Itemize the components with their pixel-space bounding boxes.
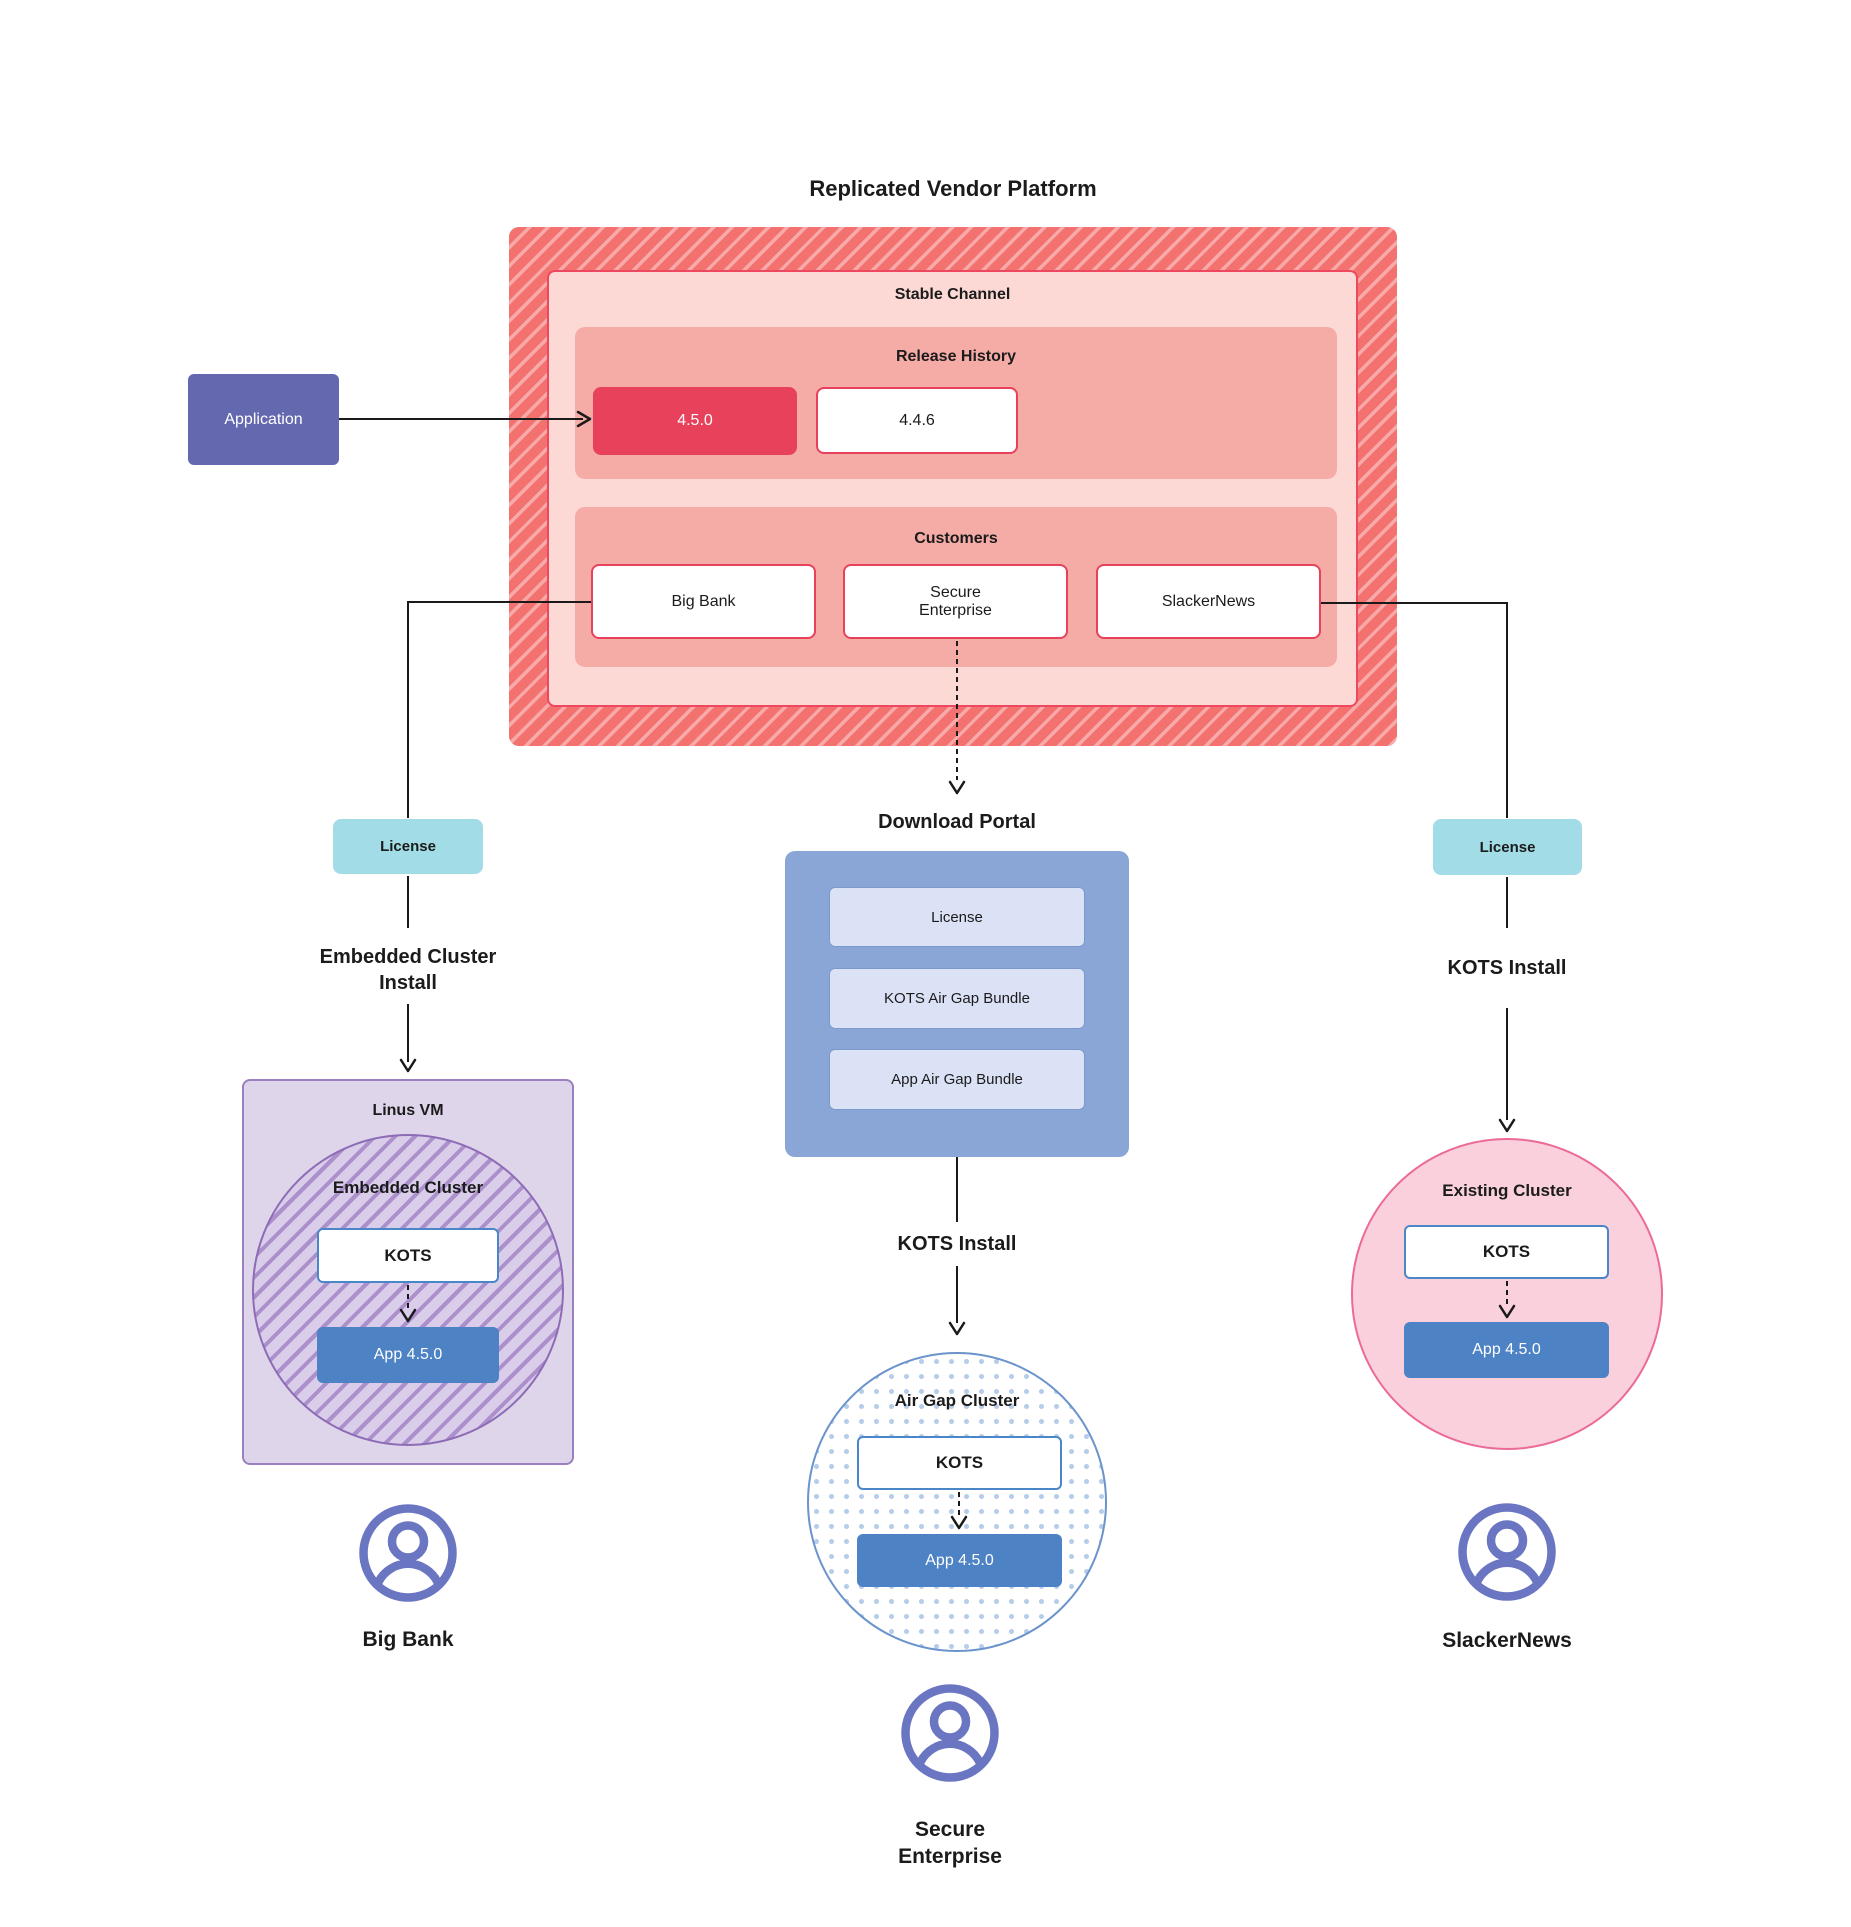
- kots-box-right: KOTS: [1404, 1225, 1609, 1279]
- customer-big-bank-label: Big Bank: [671, 592, 736, 610]
- install-to-existing-arrow: [1498, 1008, 1516, 1133]
- install-to-vm-arrow: [399, 1004, 417, 1073]
- install-to-airgap-arrow: [948, 1266, 966, 1336]
- release-4-4-6: 4.4.6: [816, 387, 1018, 454]
- application-box: Application: [188, 374, 339, 465]
- license-box-right: License: [1433, 819, 1582, 875]
- portal-item-kots-airgap-bundle: KOTS Air Gap Bundle: [829, 968, 1085, 1029]
- user-label-big-bank: Big Bank: [362, 1628, 454, 1651]
- customer-secure-enterprise: Secure Enterprise: [843, 564, 1068, 639]
- user-label-secure-enterprise: Secure Enterprise: [898, 1818, 1002, 1868]
- air-gap-cluster-label: Air Gap Cluster: [894, 1391, 1020, 1410]
- customer-secure-enterprise-label: Secure Enterprise: [919, 583, 992, 619]
- embedded-cluster-install-label: Embedded Cluster Install: [319, 946, 497, 994]
- customer-slackernews-label: SlackerNews: [1161, 592, 1256, 610]
- embedded-cluster-circle: [252, 1134, 564, 1446]
- existing-cluster-label: Existing Cluster: [1442, 1181, 1572, 1200]
- download-portal-label: Download Portal: [878, 811, 1036, 833]
- kots-install-label-right: KOTS Install: [1447, 957, 1567, 979]
- license-box-left: License: [333, 819, 483, 874]
- embedded-cluster-label: Embedded Cluster: [332, 1178, 484, 1197]
- stable-channel-label: Stable Channel: [894, 286, 1011, 303]
- portal-item-app-airgap-bundle: App Air Gap Bundle: [829, 1049, 1085, 1110]
- air-gap-cluster-circle: [807, 1352, 1107, 1652]
- user-icon: [901, 1684, 999, 1782]
- diagram-title: Replicated Vendor Platform: [809, 176, 1097, 201]
- app-box-left: App 4.5.0: [317, 1327, 499, 1383]
- user-label-slackernews: SlackerNews: [1442, 1629, 1572, 1652]
- kots-install-label-middle: KOTS Install: [897, 1233, 1017, 1255]
- kots-box-left: KOTS: [317, 1228, 499, 1283]
- release-4-5-0: 4.5.0: [593, 387, 797, 455]
- release-history-label: Release History: [895, 348, 1017, 365]
- linus-vm-label: Linus VM: [372, 1102, 444, 1119]
- user-icon: [359, 1504, 457, 1602]
- customers-label: Customers: [914, 530, 998, 547]
- user-icon: [1458, 1503, 1556, 1601]
- portal-item-license: License: [829, 887, 1085, 947]
- app-box-middle: App 4.5.0: [857, 1534, 1062, 1587]
- app-box-right: App 4.5.0: [1404, 1322, 1609, 1378]
- customer-big-bank: Big Bank: [591, 564, 816, 639]
- kots-box-middle: KOTS: [857, 1436, 1062, 1490]
- customer-slackernews: SlackerNews: [1096, 564, 1321, 639]
